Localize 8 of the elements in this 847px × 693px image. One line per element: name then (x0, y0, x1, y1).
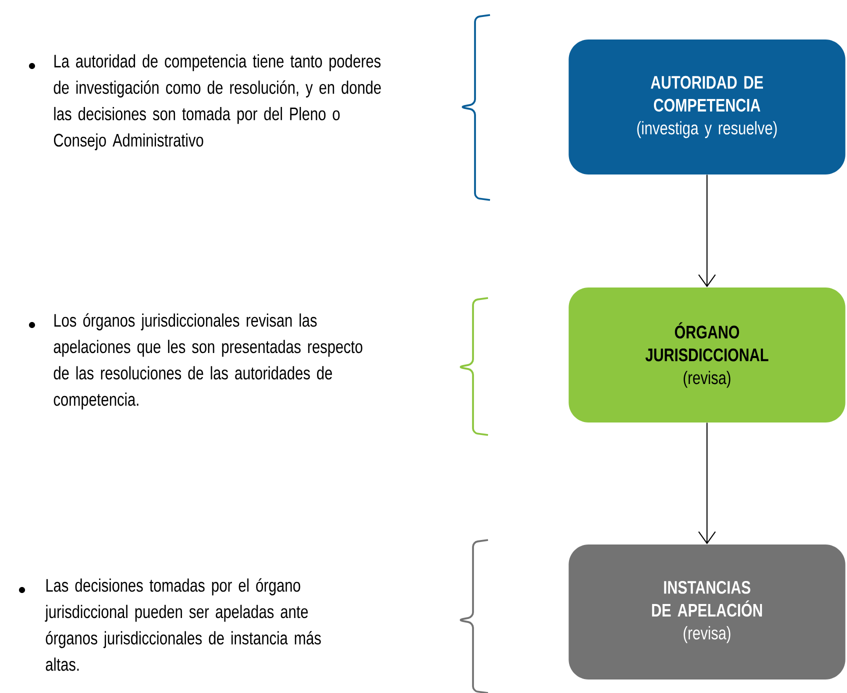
process-box: AUTORIDAD DE COMPETENCIA (investiga y resuelve) (568, 40, 846, 174)
bullet-text: Los órganos jurisdiccionales revisan las apelaciones que les son presentadas respecto de las resoluciones de las autoridades de competencia. (54, 313, 362, 410)
arrow (698, 422, 716, 544)
arrow (698, 174, 716, 288)
process-box: ÓRGANO JURISDICCIONAL (revisa) (568, 288, 846, 422)
process-box: INSTANCIAS DE APELACIÓN (revisa) (568, 544, 846, 680)
bullet-text: Las decisiones tomadas por el órgano jurisdiccional pueden ser apeladas ante órganos jurisdiccionales de instancia más altas. (44, 578, 321, 671)
bullet-text: La autoridad de competencia tiene tanto poderes de investigación como de resolución, y en donde las decisiones son tomada por del Pleno o Consejo Administrativo (54, 54, 381, 150)
